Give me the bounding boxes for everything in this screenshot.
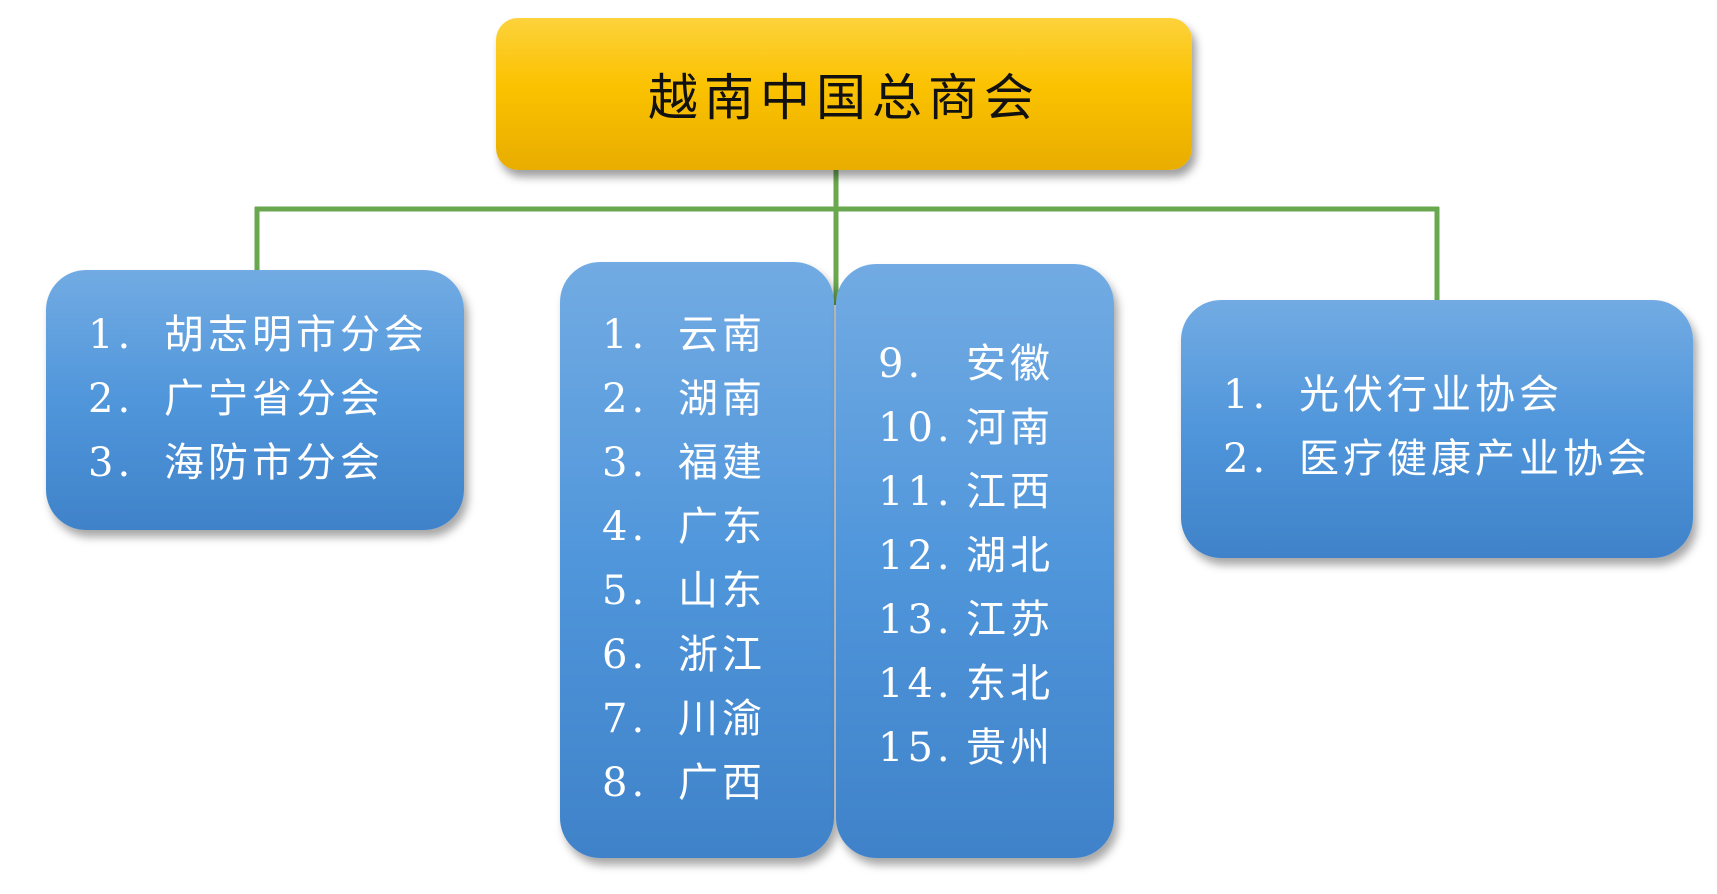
list-item: 12. 湖北: [878, 524, 1054, 588]
item-label: 山东: [678, 568, 766, 614]
item-number: 2.: [1223, 436, 1270, 482]
item-label: 湖北: [966, 533, 1054, 579]
list-item: 5. 山东: [602, 559, 766, 623]
item-number: 13.: [878, 597, 954, 643]
list-item: 2. 湖南: [602, 367, 766, 431]
item-label: 川渝: [678, 696, 766, 742]
provinces-list-1: 1. 云南 2. 湖南 3. 福建 4. 广东 5. 山东 6. 浙江 7. 川渝 8. 广西: [602, 303, 766, 815]
item-number: 15.: [878, 725, 954, 771]
item-label: 胡志明市分会: [164, 312, 428, 358]
item-number: 14.: [878, 661, 954, 707]
list-item: 1. 胡志明市分会: [88, 303, 428, 367]
city-branches-list: 1. 胡志明市分会 2. 广宁省分会 3. 海防市分会: [88, 303, 428, 495]
item-label: 福建: [678, 440, 766, 486]
root-title: 越南中国总商会: [648, 69, 1040, 127]
item-number: 3.: [602, 440, 649, 486]
list-item: 2. 广宁省分会: [88, 367, 428, 431]
list-item: 7. 川渝: [602, 687, 766, 751]
list-item: 9. 安徽: [878, 332, 1054, 396]
item-label: 广西: [678, 760, 766, 806]
item-label: 江苏: [966, 597, 1054, 643]
associations-box: 1. 光伏行业协会 2. 医疗健康产业协会: [1181, 300, 1693, 558]
list-item: 1. 云南: [602, 303, 766, 367]
item-label: 安徽: [966, 341, 1054, 387]
item-number: 11.: [878, 469, 954, 515]
provinces-list-2: 9. 安徽 10. 河南 11. 江西 12. 湖北 13. 江苏 14. 东北 15. 贵州: [878, 332, 1054, 780]
list-item: 11. 江西: [878, 460, 1054, 524]
list-item: 14. 东北: [878, 652, 1054, 716]
item-label: 河南: [966, 405, 1054, 451]
item-number: 3.: [88, 440, 135, 486]
item-number: 5.: [602, 568, 649, 614]
item-label: 海防市分会: [164, 440, 384, 486]
item-number: 9.: [878, 341, 925, 387]
item-number: 10.: [878, 405, 954, 451]
list-item: 15. 贵州: [878, 716, 1054, 780]
provinces-box-2: 9. 安徽 10. 河南 11. 江西 12. 湖北 13. 江苏 14. 东北 15. 贵州: [836, 264, 1114, 858]
item-number: 2.: [88, 376, 135, 422]
list-item: 8. 广西: [602, 751, 766, 815]
item-label: 光伏行业协会: [1299, 372, 1563, 418]
root-node: 越南中国总商会: [496, 18, 1192, 170]
list-item: 3. 福建: [602, 431, 766, 495]
item-number: 8.: [602, 760, 649, 806]
item-number: 1.: [88, 312, 135, 358]
list-item: 4. 广东: [602, 495, 766, 559]
list-item: 10. 河南: [878, 396, 1054, 460]
item-number: 1.: [602, 312, 649, 358]
item-label: 东北: [966, 661, 1054, 707]
list-item: 3. 海防市分会: [88, 431, 428, 495]
item-number: 2.: [602, 376, 649, 422]
list-item: 13. 江苏: [878, 588, 1054, 652]
item-label: 广宁省分会: [164, 376, 384, 422]
list-item: 2. 医疗健康产业协会: [1223, 427, 1651, 491]
associations-list: 1. 光伏行业协会 2. 医疗健康产业协会: [1223, 363, 1651, 491]
item-number: 7.: [602, 696, 649, 742]
list-item: 1. 光伏行业协会: [1223, 363, 1651, 427]
item-label: 云南: [678, 312, 766, 358]
item-number: 4.: [602, 504, 649, 550]
item-number: 6.: [602, 632, 649, 678]
provinces-box-1: 1. 云南 2. 湖南 3. 福建 4. 广东 5. 山东 6. 浙江 7. 川渝 8. 广西: [560, 262, 834, 858]
city-branches-box: 1. 胡志明市分会 2. 广宁省分会 3. 海防市分会: [46, 270, 464, 530]
item-label: 湖南: [678, 376, 766, 422]
item-label: 贵州: [966, 725, 1054, 771]
item-number: 12.: [878, 533, 954, 579]
item-label: 医疗健康产业协会: [1299, 436, 1651, 482]
item-number: 1.: [1223, 372, 1270, 418]
item-label: 江西: [966, 469, 1054, 515]
item-label: 浙江: [678, 632, 766, 678]
item-label: 广东: [678, 504, 766, 550]
list-item: 6. 浙江: [602, 623, 766, 687]
